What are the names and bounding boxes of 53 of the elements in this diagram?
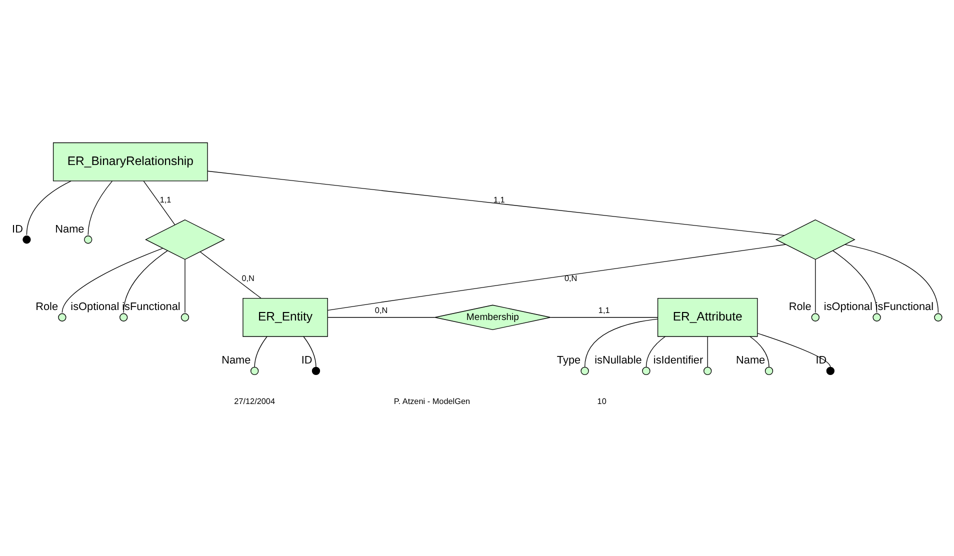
node-label: isNullable: [594, 354, 642, 366]
node-label: Name: [222, 354, 251, 366]
node-box: ER_Attribute: [657, 297, 758, 336]
connector: [327, 316, 436, 318]
node-label: Type: [556, 354, 581, 366]
node-circle: [826, 366, 834, 375]
node-circle: [764, 366, 774, 375]
connector: [815, 258, 816, 312]
node-circle: [58, 312, 66, 321]
connector: [646, 336, 666, 368]
node-circle: [312, 366, 320, 375]
node-circle: [120, 312, 128, 321]
node-label: Role: [36, 300, 58, 313]
node-diamond: [775, 218, 856, 260]
node-circle: [642, 366, 650, 375]
node-label: isIdentifier: [653, 354, 704, 366]
connector: [62, 247, 164, 312]
connector: [143, 180, 176, 224]
connector: [757, 332, 831, 368]
node-circle: [872, 312, 881, 321]
node-diamond: [145, 218, 225, 260]
connector: [207, 170, 785, 236]
node-label: Role: [788, 300, 812, 313]
node-circle: [704, 366, 712, 375]
connector: [844, 244, 939, 312]
node-box: ER_BinaryRelationship: [52, 142, 208, 181]
connector: [707, 336, 708, 368]
node-circle: [22, 235, 31, 244]
node-box: ER_Entity: [242, 297, 328, 336]
node-diamond: Membership: [434, 304, 551, 330]
node-label: ID: [301, 354, 312, 366]
node-label: Name: [736, 354, 766, 366]
node-circle: [811, 312, 820, 321]
connector: [26, 180, 72, 235]
connector: [327, 244, 786, 310]
connector: [750, 336, 770, 368]
node-circle: [580, 366, 589, 375]
node-circle: [934, 312, 942, 321]
connector: [184, 258, 186, 312]
connector: [200, 251, 262, 298]
node-circle: [250, 366, 259, 375]
connector: [584, 318, 658, 368]
node-circle: [180, 312, 190, 321]
node-label: Name: [55, 222, 84, 235]
connector: [550, 316, 658, 318]
node-circle: [84, 235, 92, 244]
connector: [832, 250, 878, 312]
node-label: ID: [12, 222, 23, 235]
node-label: isOptional: [824, 300, 872, 313]
connector: [254, 336, 268, 368]
connector: [88, 180, 113, 235]
connector: [303, 336, 316, 368]
node-label: isOptional: [70, 300, 120, 313]
